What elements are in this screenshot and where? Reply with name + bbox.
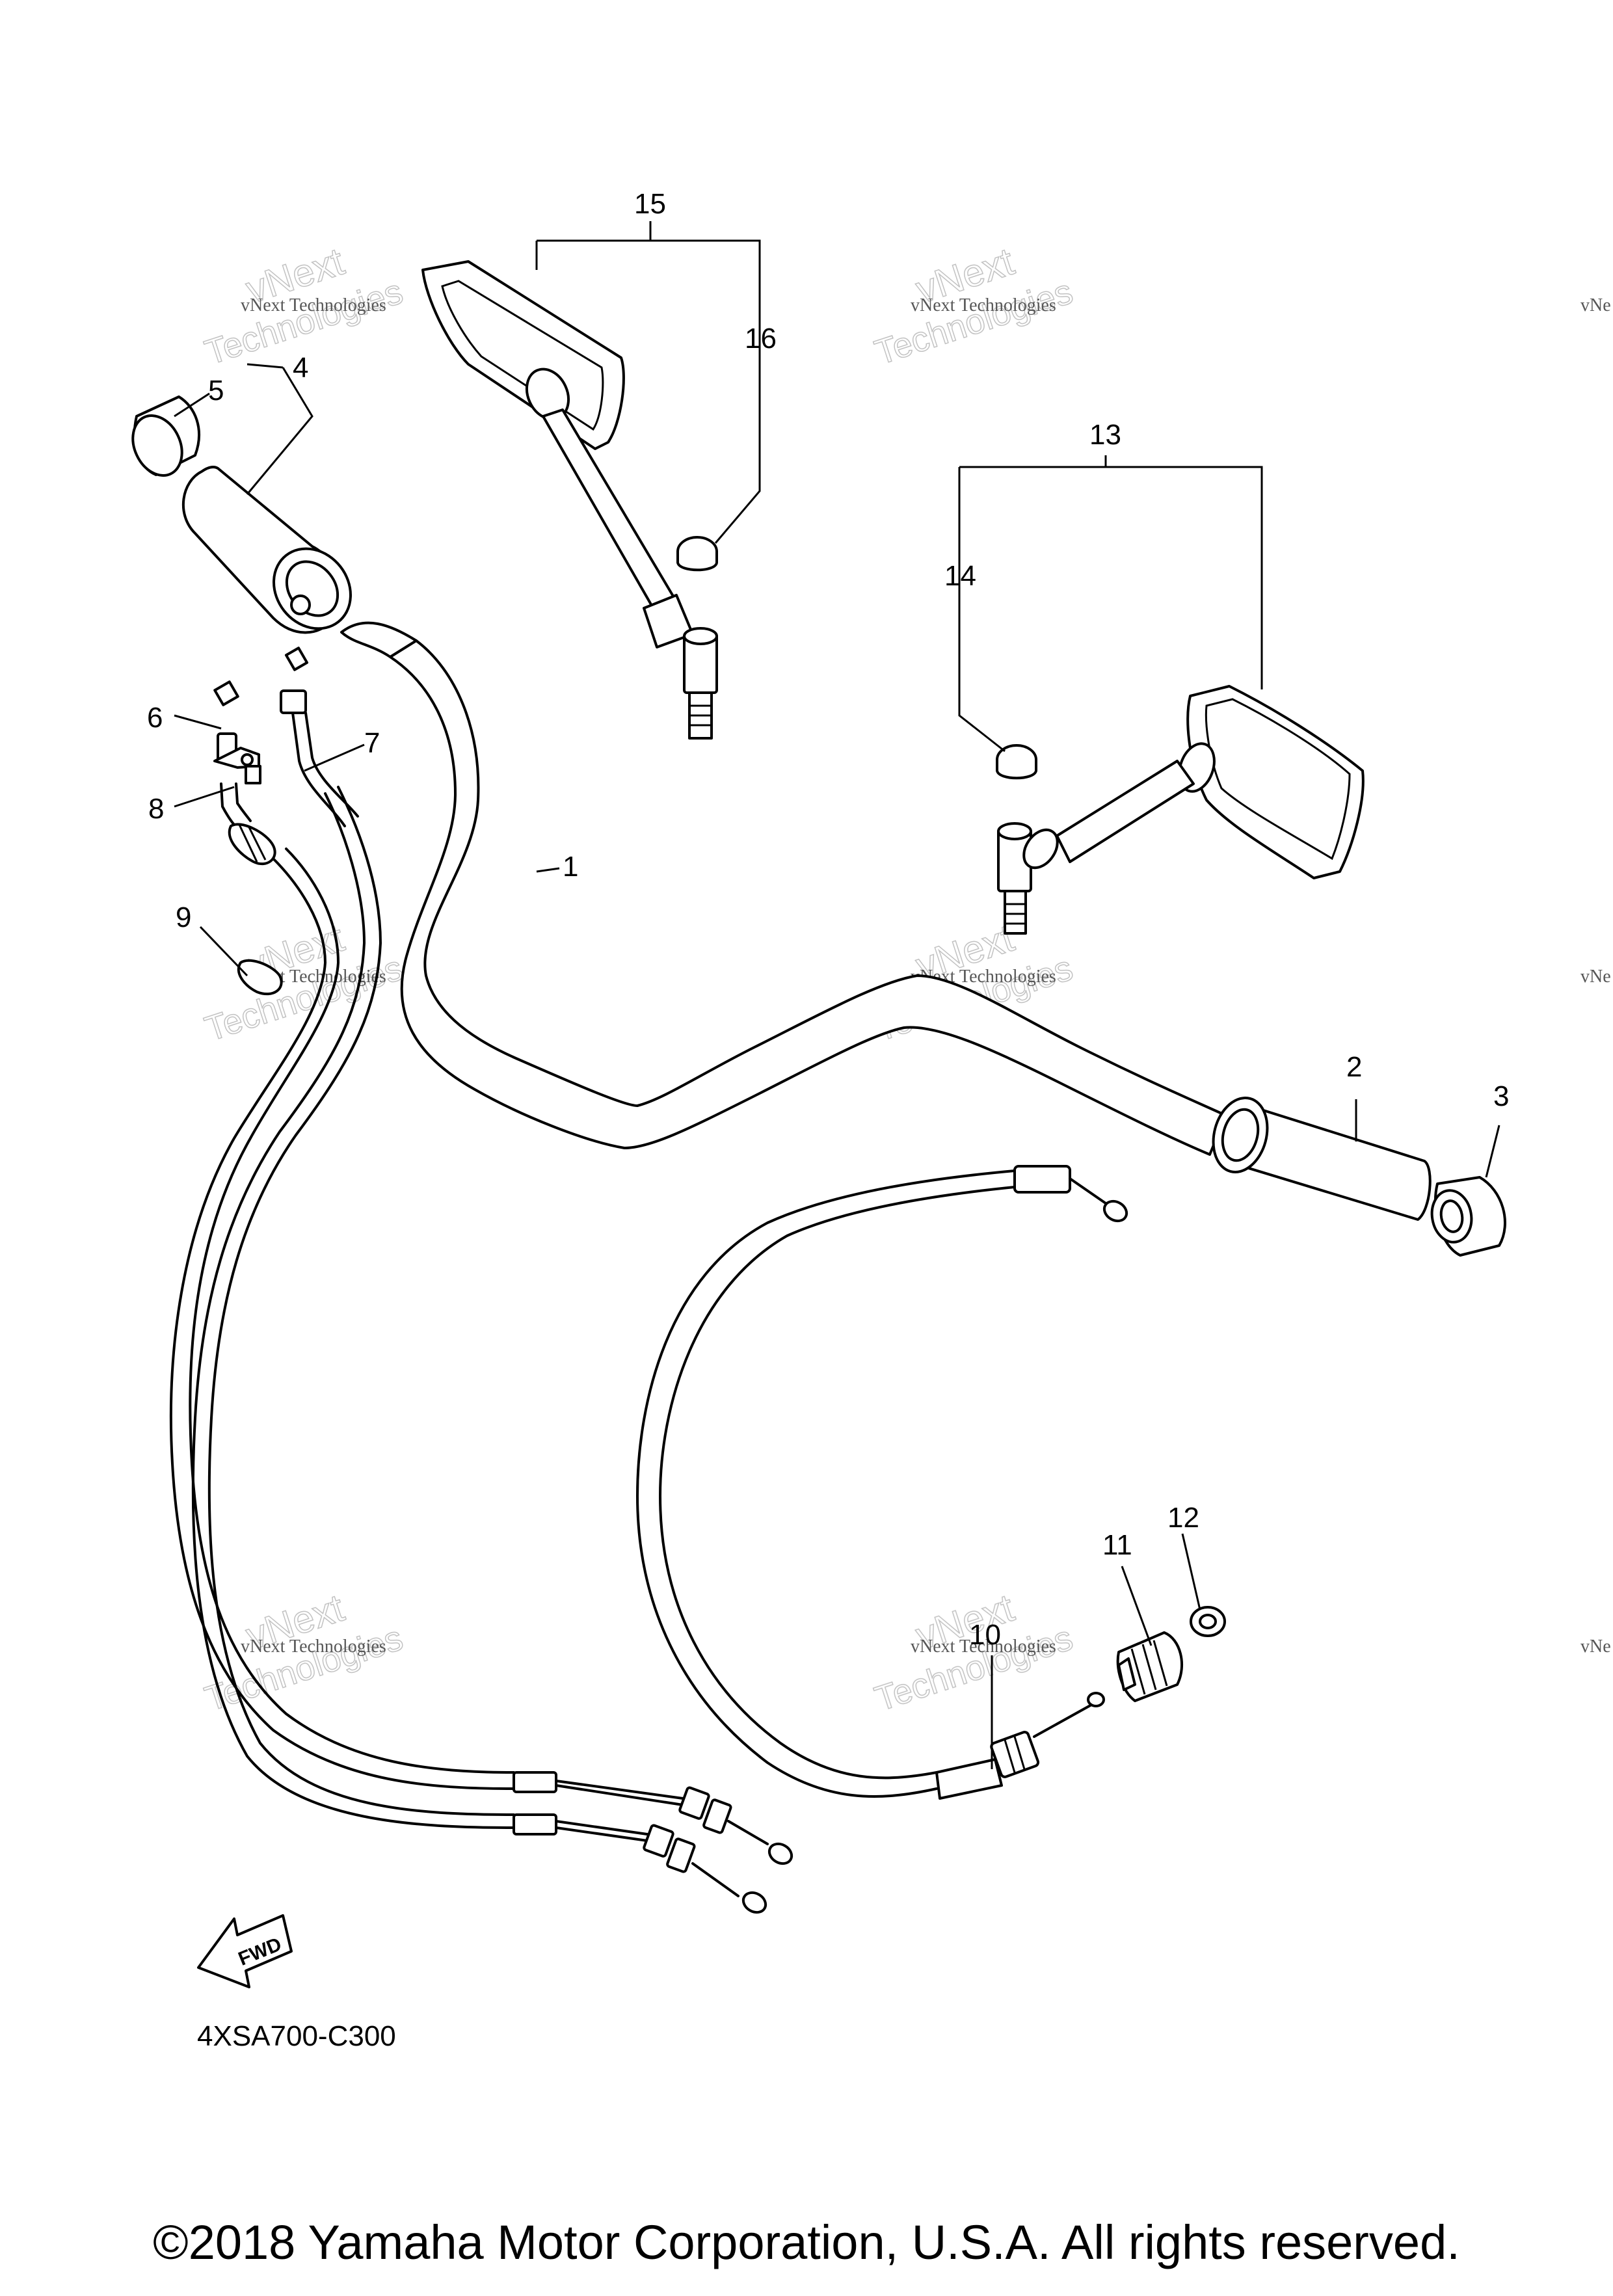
handlebar [340,621,1227,1156]
throttle-cable-ends-bottom [513,1771,793,1914]
callout-2: 2 [1346,1051,1362,1083]
callout-11: 11 [1102,1529,1132,1561]
copyright-notice: ©2018 Yamaha Motor Corporation, U.S.A. A… [153,2215,1460,2269]
callout-4: 4 [293,352,308,384]
locknut [1190,1606,1226,1637]
right-mirror-cap [996,744,1037,780]
fwd-arrow: FWD [197,1914,293,1988]
watermark-text: vNext Technologies [241,1636,386,1657]
left-mirror-cap [676,536,718,572]
callout-lines [174,221,1500,1769]
watermark-text: vNext Technologies [911,295,1056,315]
throttle-cable-assembly [169,680,515,1829]
watermark-text: vNe [1580,967,1611,987]
callout-8: 8 [148,793,164,825]
grip-end-ring [131,395,200,477]
left-grip-assembly [131,395,352,634]
watermark-text: vNe [1580,1636,1611,1657]
callout-13: 13 [1089,419,1121,451]
watermark-text: vNext Technologies [241,295,386,315]
callout-3: 3 [1493,1080,1509,1112]
callout-1: 1 [563,851,578,883]
throttle-cable-ends [280,647,359,827]
right-grip [1212,1097,1432,1221]
callout-12: 12 [1167,1502,1199,1534]
callout-7: 7 [364,727,380,759]
right-mirror [997,685,1365,935]
clutch-cable [636,1165,1128,1800]
callout-numbers: 1 2 3 4 5 6 7 8 9 10 11 12 13 14 15 16 [147,188,1509,1651]
callout-16: 16 [745,323,777,354]
watermark-group: vNext Technologies vNext Technologies vN… [200,239,1611,1719]
callout-14: 14 [944,560,976,592]
left-mirror [421,260,718,740]
callout-15: 15 [634,188,666,220]
callout-9: 9 [176,901,191,933]
grip-end-weight [1430,1176,1506,1257]
watermark-text: vNext Technologies [911,1636,1056,1657]
callout-10: 10 [969,1619,1001,1651]
watermark-text: vNe [1580,295,1611,315]
diagram-code: 4XSA700-C300 [197,2020,396,2052]
callout-6: 6 [147,702,163,734]
clutch-adjuster [1116,1631,1183,1702]
callout-5: 5 [208,375,224,407]
